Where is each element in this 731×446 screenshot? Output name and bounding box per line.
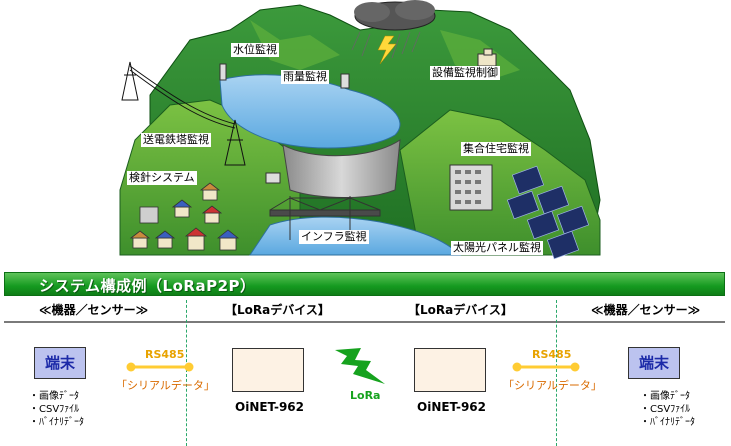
list-item: ・ﾊﾞｲﾅﾘﾃﾞｰﾀ [640,417,695,428]
header-sensor-left: ≪機器／センサー≫ [39,303,149,317]
solar-panels [506,165,590,260]
label-solar: 太陽光パネル監視 [451,241,543,255]
list-item: ・画像ﾃﾞｰﾀ [640,391,690,402]
double-arrow-left [126,362,194,372]
terminal-right: 端末 [628,347,680,379]
list-item: ・画像ﾃﾞｰﾀ [29,391,79,402]
section-banner: システム構成例（LoRaP2P） [4,272,725,296]
bridge [269,196,381,240]
label-rain: 雨量監視 [281,70,329,84]
banner-title: システム構成例（LoRaP2P） [39,277,256,295]
serial-right: 「シリアルデータ」 [503,379,602,392]
rs485-right: RS485 [532,348,572,361]
terminal-right-items: ・画像ﾃﾞｰﾀ ・CSVﾌｧｲﾙ ・ﾊﾞｲﾅﾘﾃﾞｰﾀ [640,390,695,429]
lightning-icon [335,348,385,384]
device-right-label: OiNET-962 [417,400,487,414]
label-facility: 設備監視制御 [430,66,500,80]
tower-icon [121,61,246,166]
double-arrow-right [512,362,580,372]
meter-device [265,172,281,184]
header-divider [4,321,725,323]
water-level-sensor [219,63,227,81]
apartment-building [449,164,493,211]
label-meter: 検針システム [127,171,197,185]
label-tower: 送電鉄塔監視 [141,133,211,147]
separator-left [186,300,187,446]
label-housing: 集合住宅監視 [461,142,531,156]
device-left-label: OiNET-962 [235,400,305,414]
header-device-right: 【LoRaデバイス】 [408,303,513,317]
lora-device-right [414,348,486,392]
dam [282,138,401,198]
list-item: ・ﾊﾞｲﾅﾘﾃﾞｰﾀ [29,417,84,428]
list-item: ・CSVﾌｧｲﾙ [640,404,691,415]
houses [129,182,240,251]
header-sensor-right: ≪機器／センサー≫ [591,303,701,317]
header-device-left: 【LoRaデバイス】 [225,303,330,317]
separator-right [556,300,557,446]
serial-left: 「シリアルデータ」 [116,379,215,392]
lora-device-left [232,348,304,392]
rain-gauge [340,73,350,89]
label-infra: インフラ監視 [299,230,369,244]
lora-label: LoRa [350,389,381,402]
label-water-level: 水位監視 [231,43,279,57]
terminal-left-items: ・画像ﾃﾞｰﾀ ・CSVﾌｧｲﾙ ・ﾊﾞｲﾅﾘﾃﾞｰﾀ [29,390,84,429]
terminal-left: 端末 [34,347,86,379]
cloud-icon [351,0,436,65]
rs485-left: RS485 [145,348,185,361]
facility-building [477,48,497,67]
list-item: ・CSVﾌｧｲﾙ [29,404,80,415]
